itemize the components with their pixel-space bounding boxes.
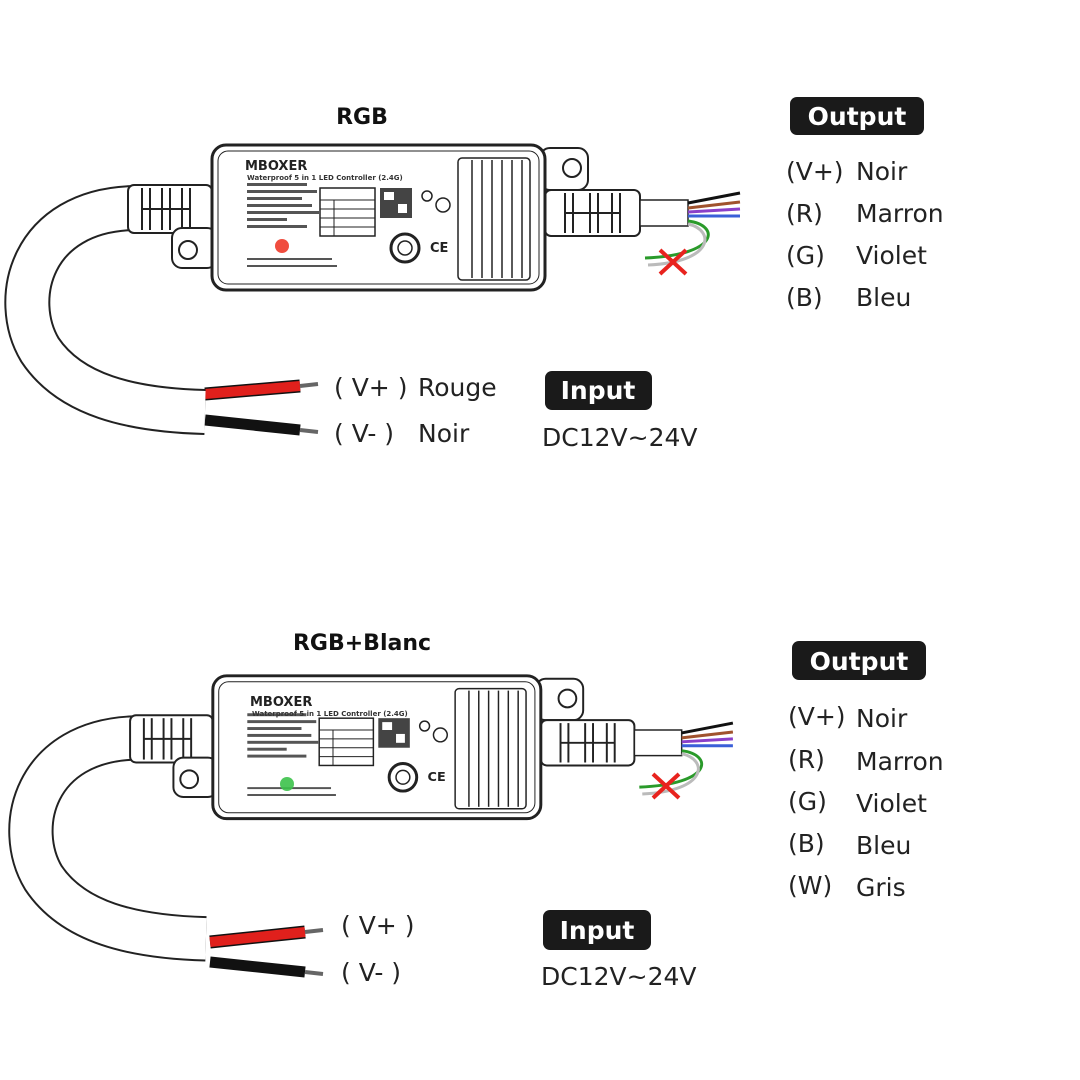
output-badge xyxy=(790,97,924,135)
output-wire-list: (V+) Noir (R) Marron (G) Violet (B) Bleu… xyxy=(788,702,944,902)
device-subtitle: Waterproof 5 in 1 LED Controller (2.4G) xyxy=(252,710,408,718)
input-color: Rouge xyxy=(418,373,497,402)
input-pin: ( V- ) xyxy=(341,958,401,987)
input-badge xyxy=(545,371,652,410)
wire-tip-black xyxy=(299,428,319,434)
input-pin: ( V+ ) xyxy=(334,373,407,402)
rgbw-section: RGB+Blanc MBOXER Waterproof 5 in 1 LED C… xyxy=(31,631,944,991)
output-badge-label: Output xyxy=(808,102,907,131)
output-color: Noir xyxy=(856,157,908,186)
input-wire-black xyxy=(204,414,301,436)
input-wire-black xyxy=(209,956,306,978)
input-wire-red xyxy=(204,381,301,399)
input-badge xyxy=(543,910,651,950)
output-pin: (W) xyxy=(788,871,832,900)
output-pin: (B) xyxy=(786,283,823,312)
rgbw-title: RGB+Blanc xyxy=(293,631,431,656)
output-pin: (R) xyxy=(786,199,823,228)
input-color: Noir xyxy=(418,419,470,448)
output-color: Marron xyxy=(856,747,944,776)
output-badge-label: Output xyxy=(810,647,909,676)
input-badge-label: Input xyxy=(560,916,635,945)
output-pin: (V+) xyxy=(786,157,844,186)
input-pin: ( V+ ) xyxy=(341,911,414,940)
led-indicator xyxy=(275,239,289,253)
output-color: Noir xyxy=(856,704,908,733)
input-pin: ( V- ) xyxy=(334,419,394,448)
output-pin: (B) xyxy=(788,829,825,858)
output-pin: (G) xyxy=(788,787,827,816)
input-voltage: DC12V~24V xyxy=(541,962,696,991)
device-brand: MBOXER xyxy=(250,695,312,710)
output-pin: (V+) xyxy=(788,702,846,731)
output-pin: (G) xyxy=(786,241,825,270)
unused-wires-cross-icon xyxy=(658,248,688,276)
led-indicator xyxy=(280,777,294,791)
input-voltage: DC12V~24V xyxy=(542,423,697,452)
output-color: Gris xyxy=(856,873,906,902)
input-badge-label: Input xyxy=(561,376,636,405)
rgb-section: RGB MBOXER Waterproof 5 in 1 LED Control… xyxy=(27,97,944,452)
device-brand: MBOXER xyxy=(245,159,307,174)
wire-tip-red xyxy=(304,928,324,934)
output-pin: (R) xyxy=(788,745,825,774)
output-badge xyxy=(792,641,926,680)
unused-wires-cross-icon xyxy=(651,772,681,800)
device-subtitle: Waterproof 5 in 1 LED Controller (2.4G) xyxy=(247,174,403,182)
output-color: Violet xyxy=(856,241,927,270)
input-wire-red xyxy=(209,927,306,947)
rgb-title: RGB xyxy=(336,105,388,130)
output-color: Bleu xyxy=(856,283,911,312)
wire-tip-red xyxy=(299,382,319,388)
output-color: Marron xyxy=(856,199,944,228)
output-wire-list: (V+) Noir (R) Marron (G) Violet (B) Bleu xyxy=(786,157,944,312)
wire-tip-black xyxy=(304,970,324,976)
output-color: Violet xyxy=(856,789,927,818)
output-color: Bleu xyxy=(856,831,911,860)
